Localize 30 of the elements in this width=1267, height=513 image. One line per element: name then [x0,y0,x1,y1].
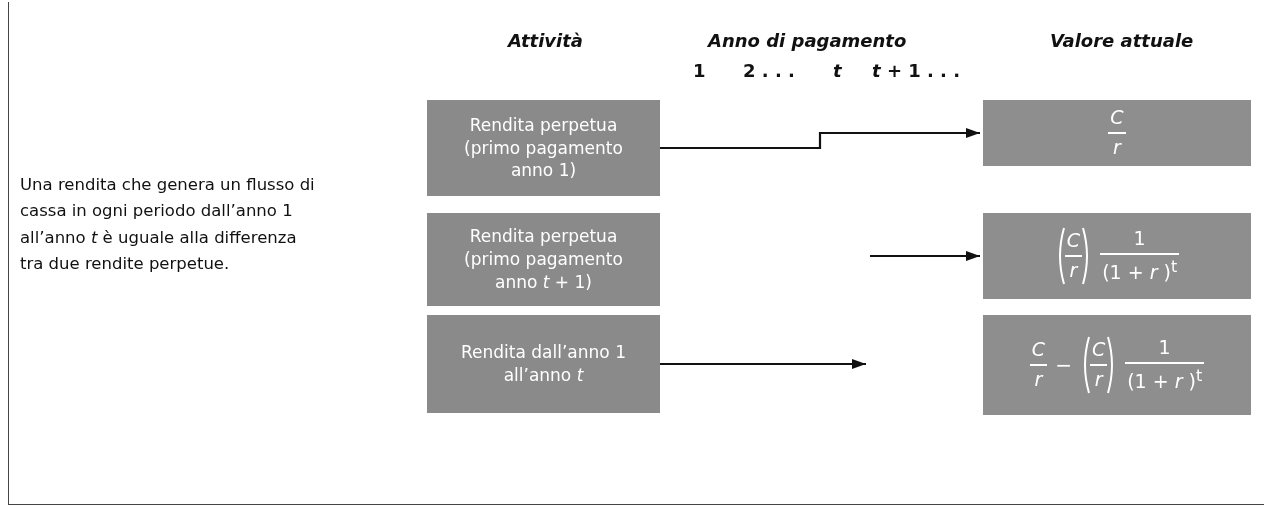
arrow [660,128,980,150]
activity-box: Rendita perpetua (primo pagamento anno 1) [427,100,660,196]
denominator: (1 + r )$^{t}$ [1101,255,1179,286]
numerator: C [1090,337,1107,363]
minus-sign: − [1055,351,1072,379]
activity-box: Rendita perpetua (primo pagamento anno t + 1) [427,213,660,306]
denominator: r [1093,367,1105,392]
year-tick-label: t + 1 . . . [872,60,961,82]
explanation-text: Una rendita che genera un flusso di cassa in ogni periodo dall’anno 1 all’anno t è uguale alla differenza tra due rendite perpetue. [20,174,316,276]
formula-box [983,100,1251,166]
denominator: r [1112,135,1123,160]
year-tick-label: t [833,60,842,82]
arrow [870,251,980,261]
column-header: Attività [508,30,583,52]
year-tick-label: 1 [693,60,706,82]
numerator: C [1109,105,1125,131]
formula-box [983,315,1251,415]
numerator: C [1065,228,1082,254]
numerator: 1 [1132,226,1147,252]
column-header: Anno di pagamento [708,30,907,52]
year-tick-label: 2 . . . [743,60,795,82]
denominator: r [1033,367,1045,392]
numerator: 1 [1157,335,1172,361]
formula-box [983,213,1251,299]
activity-box: Rendita dall’anno 1 all’anno t [427,315,660,413]
denominator: (1 + r )$^{t}$ [1126,364,1204,395]
arrow [660,359,866,369]
column-header: Valore attuale [1050,30,1194,52]
numerator: C [1030,337,1047,363]
denominator: r [1068,258,1080,283]
